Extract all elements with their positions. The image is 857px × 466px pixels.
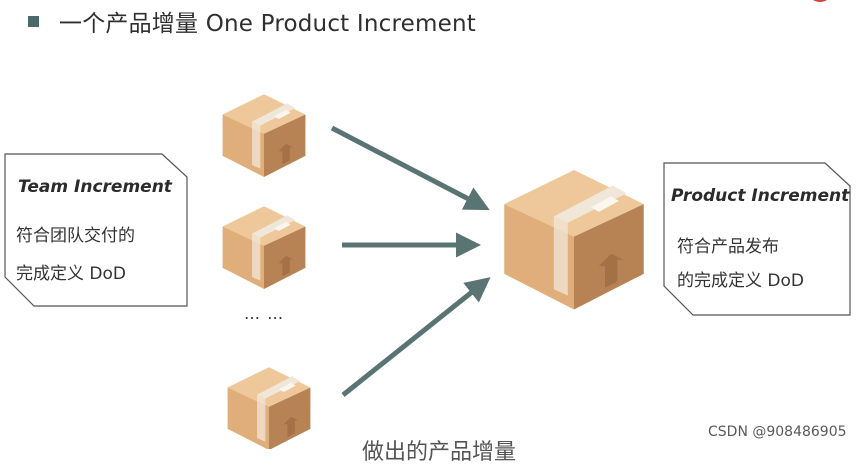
video-subtitle: 做出的产品增量 xyxy=(362,440,517,465)
product-increment-line-1: 符合产品发布 xyxy=(677,237,779,257)
product-increment-heading: Product Increment xyxy=(671,186,850,206)
team-increment-line-2: 完成定义 DoD xyxy=(16,264,126,284)
product-increment-box xyxy=(504,170,644,310)
team-increment-box xyxy=(222,206,306,289)
slide-title: 一个产品增量 One Product Increment xyxy=(59,11,476,37)
product-increment-note: Product Increment 符合产品发布 的完成定义 DoD xyxy=(663,162,851,316)
team-increment-box xyxy=(222,94,306,177)
team-increment-box xyxy=(227,367,311,449)
team-increment-note: Team Increment 符合团队交付的 完成定义 DoD xyxy=(4,153,188,307)
right-arrow-icon xyxy=(330,125,490,211)
slide-header: 一个产品增量 One Product Increment xyxy=(28,4,476,38)
more-teams-ellipsis: … … xyxy=(244,304,285,323)
csdn-watermark: CSDN @908486905 xyxy=(708,424,847,440)
note-frame xyxy=(663,162,851,316)
increment-diagram xyxy=(222,94,644,449)
note-frame xyxy=(4,153,188,307)
right-arrow-icon xyxy=(341,277,491,397)
team-increment-heading: Team Increment xyxy=(18,177,172,197)
corner-decoration xyxy=(807,0,833,2)
product-increment-line-2: 的完成定义 DoD xyxy=(677,271,804,291)
square-bullet-icon xyxy=(28,15,39,27)
team-increment-line-1: 符合团队交付的 xyxy=(16,226,135,246)
